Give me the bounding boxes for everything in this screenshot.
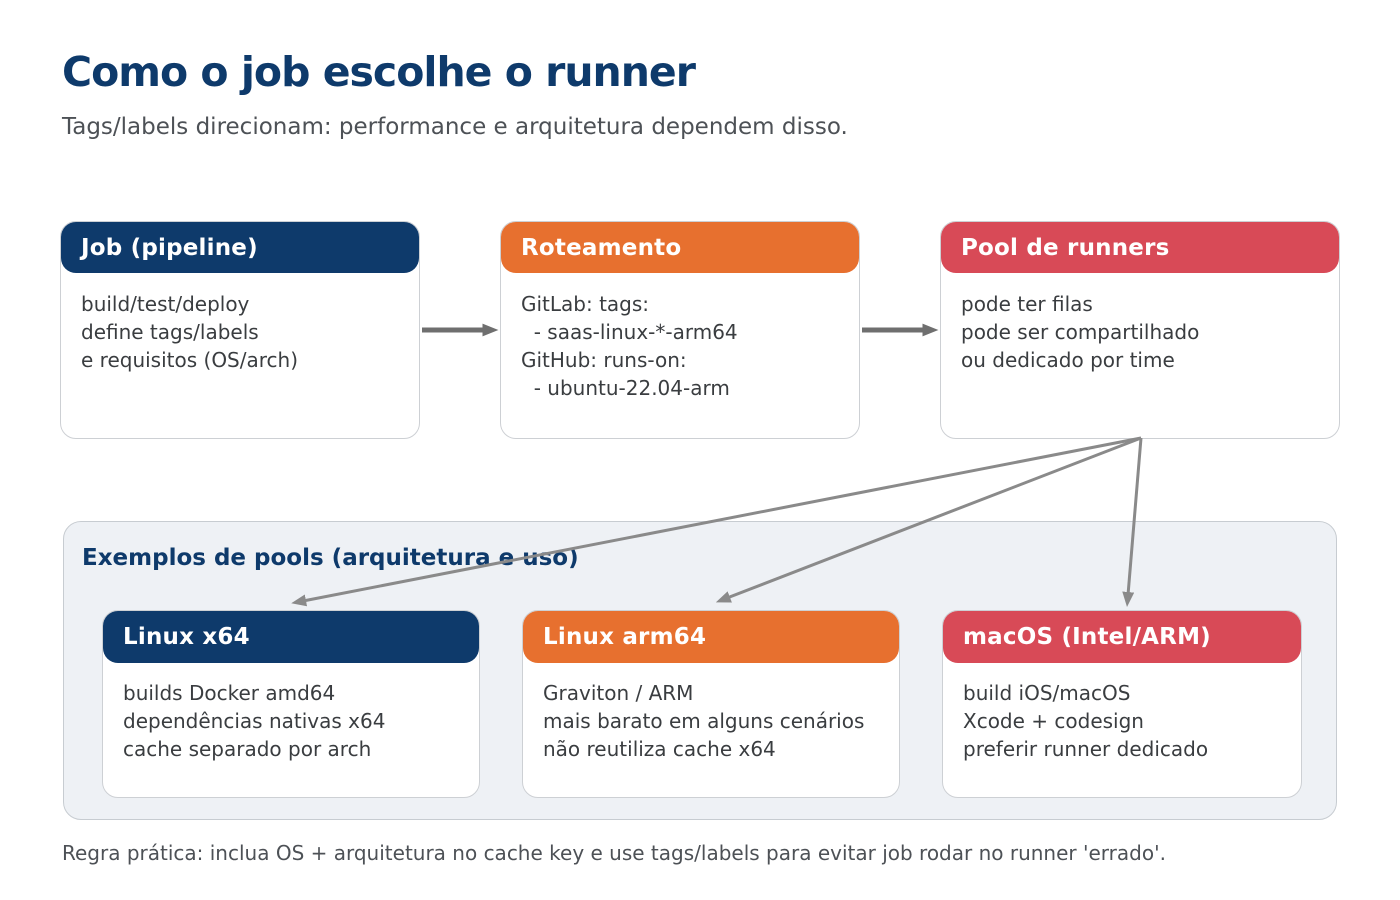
pool-card-linux-arm64: Linux arm64 Graviton / ARM mais barato e… bbox=[522, 610, 900, 798]
flow-card-pool: Pool de runners pode ter filas pode ser … bbox=[940, 221, 1340, 439]
pool-card-linux-x64-header: Linux x64 bbox=[103, 611, 479, 663]
card-line: define tags/labels bbox=[81, 320, 259, 344]
page-title: Como o job escolhe o runner bbox=[62, 48, 696, 96]
flow-card-pool-header: Pool de runners bbox=[941, 222, 1339, 273]
card-line: ou dedicado por time bbox=[961, 348, 1175, 372]
flow-card-pool-body: pode ter filas pode ser compartilhado ou… bbox=[941, 273, 1339, 374]
pool-card-linux-arm64-body: Graviton / ARM mais barato em alguns cen… bbox=[523, 663, 899, 763]
card-line: Graviton / ARM bbox=[543, 681, 694, 705]
card-line: build/test/deploy bbox=[81, 292, 250, 316]
pool-card-linux-x64-body: builds Docker amd64 dependências nativas… bbox=[103, 663, 479, 763]
card-line: pode ser compartilhado bbox=[961, 320, 1200, 344]
pool-card-macos-body: build iOS/macOS Xcode + codesign preferi… bbox=[943, 663, 1301, 763]
card-line: Xcode + codesign bbox=[963, 709, 1144, 733]
card-line: GitHub: runs-on: bbox=[521, 348, 687, 372]
flow-card-routing: Roteamento GitLab: tags: - saas-linux-*-… bbox=[500, 221, 860, 439]
card-line: GitLab: tags: bbox=[521, 292, 650, 316]
card-line: dependências nativas x64 bbox=[123, 709, 386, 733]
footer-note: Regra prática: inclua OS + arquitetura n… bbox=[62, 841, 1166, 865]
pool-card-linux-x64: Linux x64 builds Docker amd64 dependênci… bbox=[102, 610, 480, 798]
card-line: cache separado por arch bbox=[123, 737, 372, 761]
examples-panel-title: Exemplos de pools (arquitetura e uso) bbox=[82, 545, 579, 571]
flow-card-job: Job (pipeline) build/test/deploy define … bbox=[60, 221, 420, 439]
card-line: não reutiliza cache x64 bbox=[543, 737, 776, 761]
pool-card-linux-arm64-header: Linux arm64 bbox=[523, 611, 899, 663]
card-line: e requisitos (OS/arch) bbox=[81, 348, 299, 372]
card-line: - saas-linux-*-arm64 bbox=[521, 320, 738, 344]
card-line: preferir runner dedicado bbox=[963, 737, 1209, 761]
card-line: mais barato em alguns cenários bbox=[543, 709, 865, 733]
card-line: build iOS/macOS bbox=[963, 681, 1131, 705]
flow-card-routing-body: GitLab: tags: - saas-linux-*-arm64 GitHu… bbox=[501, 273, 859, 402]
page-subtitle: Tags/labels direcionam: performance e ar… bbox=[62, 114, 848, 140]
flow-card-job-header: Job (pipeline) bbox=[61, 222, 419, 273]
card-line: - ubuntu-22.04-arm bbox=[521, 376, 730, 400]
pool-card-macos-header: macOS (Intel/ARM) bbox=[943, 611, 1301, 663]
flow-card-job-body: build/test/deploy define tags/labels e r… bbox=[61, 273, 419, 374]
card-line: pode ter filas bbox=[961, 292, 1093, 316]
card-line: builds Docker amd64 bbox=[123, 681, 336, 705]
flow-card-routing-header: Roteamento bbox=[501, 222, 859, 273]
pool-card-macos: macOS (Intel/ARM) build iOS/macOS Xcode … bbox=[942, 610, 1302, 798]
